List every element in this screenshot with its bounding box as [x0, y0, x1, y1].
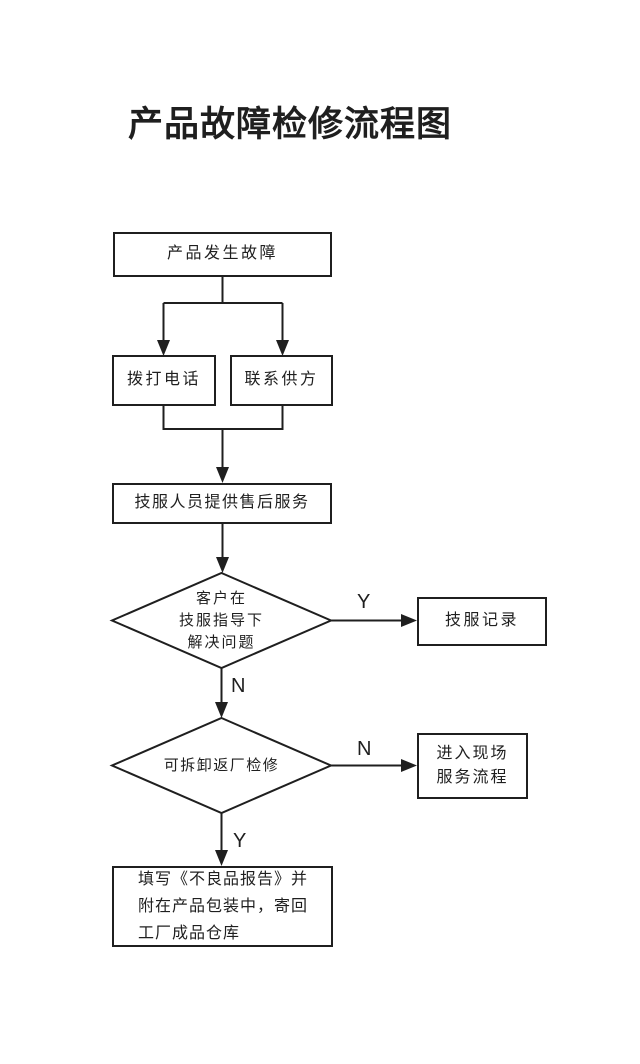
edge-start-split	[162, 277, 284, 341]
arrowhead-right	[401, 614, 417, 627]
arrowhead-down	[157, 340, 170, 356]
node-label: 工厂成品仓库	[138, 925, 241, 942]
arrowhead-down	[215, 850, 228, 866]
node-call-phone: 拨打电话	[112, 355, 216, 406]
node-label: 联系供方	[244, 371, 319, 389]
edge-label-yes: Y	[357, 591, 371, 613]
node-label: 进入现场	[436, 745, 509, 762]
decision-returnable-diamond	[109, 716, 334, 815]
node-label: 拨打电话	[126, 371, 201, 389]
arrowhead-down	[216, 467, 229, 483]
node-service-record: 技服记录	[417, 597, 547, 646]
edge-label-no: N	[357, 738, 372, 760]
decision-solved-diamond	[109, 571, 334, 670]
node-label: 填写《不良品报告》并	[138, 871, 309, 888]
node-defect-report: 填写《不良品报告》并 附在产品包装中，寄回 工厂成品仓库	[112, 866, 333, 947]
node-onsite-service: 进入现场 服务流程	[417, 733, 528, 799]
edge-join	[162, 406, 284, 468]
edge-label-yes: Y	[233, 830, 247, 852]
page-title: 产品故障检修流程图	[127, 105, 452, 144]
arrowhead-down	[215, 702, 228, 718]
node-label: 技服人员提供售后服务	[134, 494, 310, 512]
node-product-fault: 产品发生故障	[113, 232, 332, 277]
arrowhead-down	[216, 557, 229, 573]
node-after-sales-service: 技服人员提供售后服务	[112, 483, 332, 524]
node-label: 产品发生故障	[166, 245, 278, 263]
node-label: 附在产品包装中，寄回	[138, 898, 309, 915]
arrowhead-right	[401, 759, 417, 772]
node-label: 服务流程	[436, 769, 509, 786]
node-contact-supplier: 联系供方	[230, 355, 333, 406]
arrowhead-down	[276, 340, 289, 356]
node-label: 技服记录	[444, 612, 519, 630]
edge-label-no: N	[231, 675, 246, 697]
